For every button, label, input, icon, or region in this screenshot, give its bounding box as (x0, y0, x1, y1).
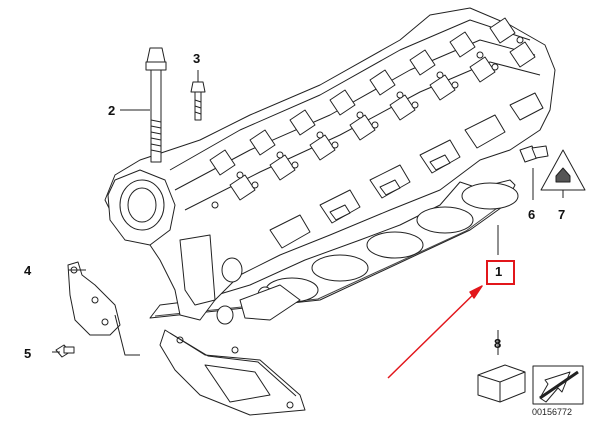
cylinder-head-body (104, 7, 556, 325)
head-bolt-long (145, 47, 167, 163)
callout-3: 3 (193, 51, 201, 66)
lifting-bracket (67, 261, 121, 336)
leader-lines (52, 70, 564, 356)
reference-code: 00156772 (532, 407, 573, 417)
callout-5: 5 (24, 346, 32, 361)
bracket-bolt (55, 344, 75, 358)
arrow-icon (532, 365, 584, 405)
warning-triangle-icon (540, 149, 586, 191)
temperature-sensor (519, 145, 549, 163)
short-bolt (190, 81, 206, 121)
callout-7: 7 (558, 207, 566, 222)
head-gasket (149, 179, 519, 416)
callout-2: 2 (108, 103, 116, 118)
box-icon (477, 364, 526, 403)
callout-6: 6 (528, 207, 536, 222)
highlight-box (486, 260, 515, 285)
red-pointer-arrow (387, 285, 483, 379)
callout-8: 8 (494, 336, 502, 351)
callout-4: 4 (24, 263, 32, 278)
callout-1: 1 (495, 264, 503, 279)
